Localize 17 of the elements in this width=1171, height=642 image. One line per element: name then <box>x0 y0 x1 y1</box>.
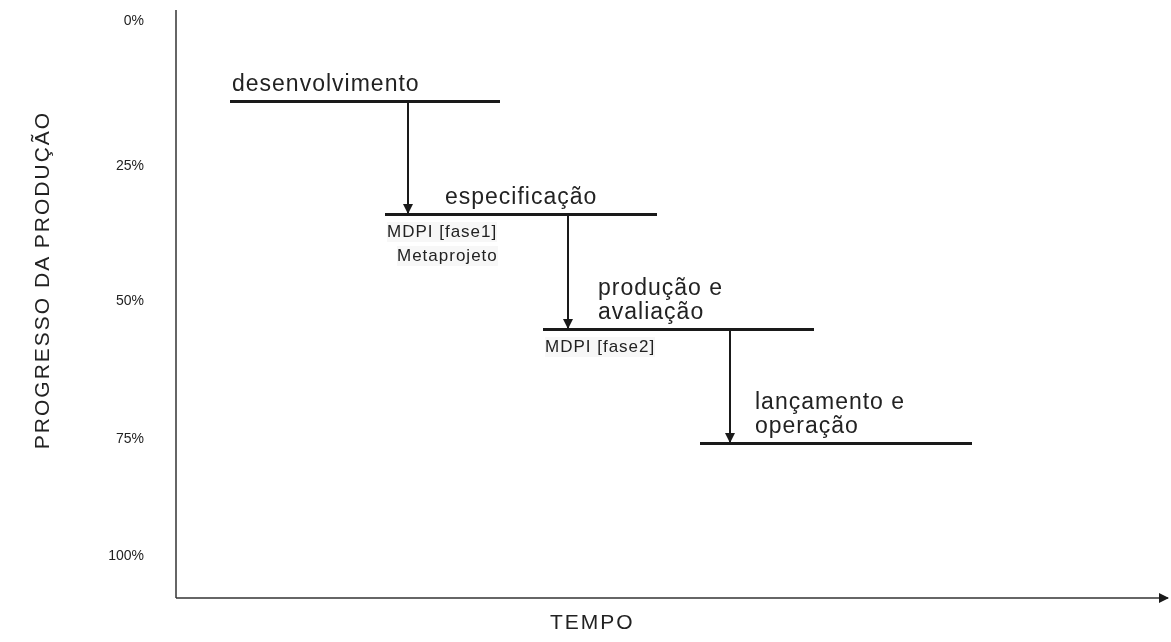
arrow <box>725 330 735 443</box>
y-axis-title: PROGRESSO DA PRODUÇÃO <box>30 110 54 450</box>
phase-label: produção e avaliação <box>598 275 725 323</box>
axis-tick-label: 50% <box>114 292 144 308</box>
phase-label: lançamento e operação <box>755 389 907 437</box>
method-note: MDPI [fase1] <box>387 222 498 242</box>
method-note: MDPI [fase2] <box>545 337 656 357</box>
arrow <box>403 102 413 214</box>
phase-label: desenvolvimento <box>232 71 421 95</box>
axis-tick-label: 100% <box>107 547 144 563</box>
phase-label: especificação <box>445 184 599 208</box>
arrow <box>563 215 573 329</box>
axis-tick-label: 25% <box>114 157 144 173</box>
x-axis-title: TEMPO <box>550 610 635 634</box>
axis-tick-label: 75% <box>114 430 144 446</box>
axis-tick-label: 0% <box>122 12 144 28</box>
method-note: Metaprojeto <box>397 246 498 266</box>
